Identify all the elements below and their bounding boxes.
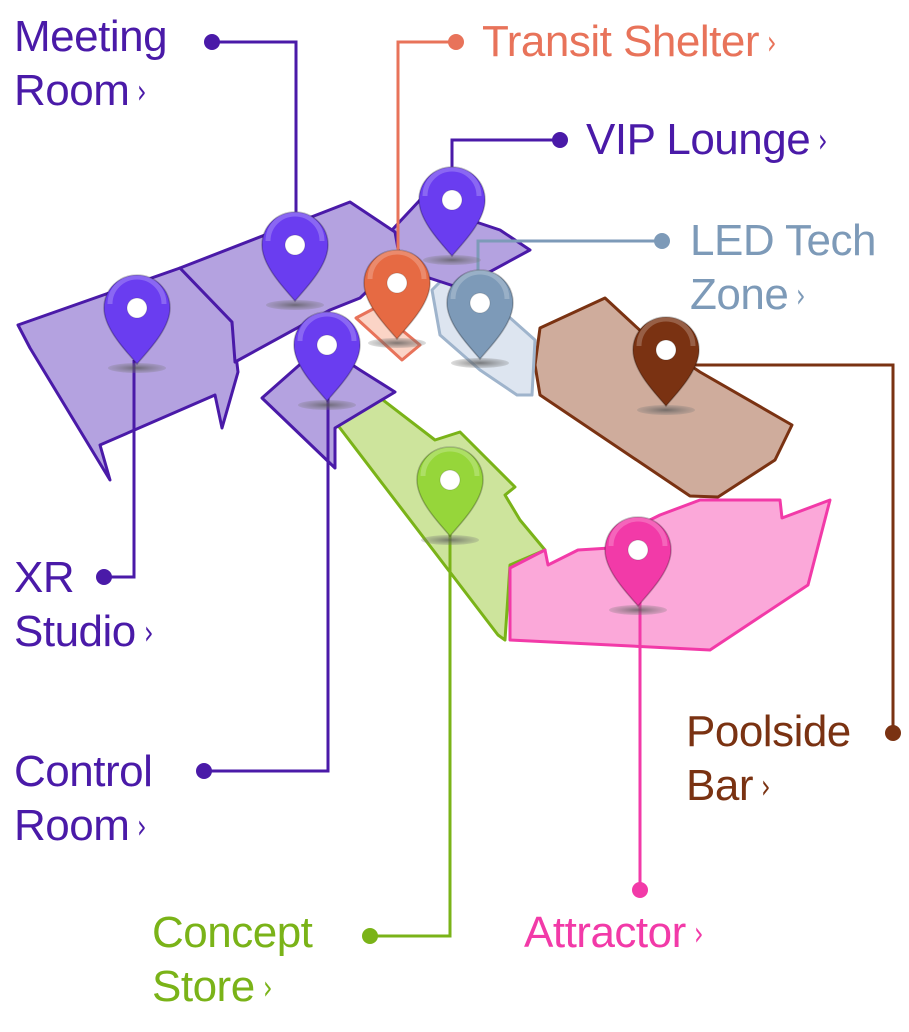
label-line: Concept [152,908,313,957]
pin-highlight [422,166,482,197]
pin-center-dot [386,272,408,294]
zone-attractor[interactable] [508,498,832,652]
pin-highlight [265,211,325,242]
leader-line-control-room [204,395,330,773]
pin-shadow [637,405,695,415]
pin-body [363,249,431,341]
label-line: Store› [152,960,312,1017]
label-line: Poolside [686,707,851,756]
label-line: Bar› [686,759,851,816]
leader-dot [552,132,568,148]
label-concept-store[interactable]: Concept Store› [152,906,313,1017]
pin-shadow [421,535,479,545]
label-line: XR [14,553,75,602]
pin-center-dot [441,189,463,211]
map-pin-icon[interactable] [446,269,514,368]
pin-highlight [297,311,357,342]
leader-line-poolside-bar [665,363,895,733]
map-pin-icon[interactable] [604,516,672,615]
label-control-room[interactable]: Control Room› [14,745,153,856]
leader-dot [448,34,464,50]
chevron-right-icon: › [760,767,771,807]
map-pin-icon[interactable] [632,316,700,415]
leader-dot [654,233,670,249]
map-pin-icon[interactable] [418,166,486,265]
pin-highlight [450,269,510,300]
label-line: LED Tech [690,216,876,265]
chevron-right-icon: › [262,968,273,1008]
pin-body [418,166,486,258]
pin-shadow [266,300,324,310]
pin-highlight [367,249,427,280]
pin-highlight [636,316,696,347]
pin-highlight [420,446,480,477]
pin-center-dot [655,339,677,361]
pin-body [604,516,672,608]
pin-center-dot [469,292,491,314]
leader-dot [885,725,901,741]
label-line: Studio› [14,605,155,662]
chevron-right-icon: › [766,23,777,63]
label-attractor[interactable]: Attractor› [524,906,705,963]
pin-shadow [368,338,426,348]
map-pin-icon[interactable] [261,211,329,310]
leader-dot [204,34,220,50]
pin-center-dot [439,469,461,491]
label-poolside-bar[interactable]: Poolside Bar› [686,705,851,816]
label-line: VIP Lounge› [586,113,829,170]
label-transit-shelter[interactable]: Transit Shelter› [482,15,778,72]
pin-center-dot [316,334,338,356]
pin-highlight [107,274,167,305]
leader-line-concept-store [370,530,452,938]
chevron-right-icon: › [693,914,704,954]
leader-dot [362,928,378,944]
label-xr-studio[interactable]: XR Studio› [14,551,155,662]
label-line: Room› [14,799,152,856]
leader-dot [96,569,112,585]
pin-center-dot [126,297,148,319]
pin-body [632,316,700,408]
pin-shadow [108,363,166,373]
map-pin-icon[interactable] [416,446,484,545]
label-line: Transit Shelter› [482,15,778,72]
chevron-right-icon: › [818,121,828,161]
pin-highlight [608,516,668,547]
pin-shadow [609,605,667,615]
chevron-right-icon: › [137,807,147,847]
pin-center-dot [627,539,649,561]
label-line: Control [14,747,153,796]
leader-line-led-tech-zone [476,239,662,275]
pin-shadow [298,400,356,410]
chevron-right-icon: › [137,72,147,112]
leader-line-xr-studio [104,360,136,579]
pin-center-dot [284,234,306,256]
label-meeting-room[interactable]: Meeting Room› [14,10,168,121]
leader-dot [632,882,648,898]
label-line: Zone› [690,268,876,325]
pin-body [261,211,329,303]
pin-body [416,446,484,538]
map-pin-icon[interactable] [293,311,361,410]
chevron-right-icon: › [796,276,806,316]
pin-body [103,274,171,366]
leader-line-transit-shelter [396,40,456,268]
label-line: Attractor› [524,906,705,963]
label-led-tech-zone[interactable]: LED Tech Zone› [690,214,876,325]
pin-shadow [423,255,481,265]
label-vip-lounge[interactable]: VIP Lounge› [586,113,829,170]
chevron-right-icon: › [143,613,154,653]
leader-line-meeting-room [212,40,298,230]
pin-body [293,311,361,403]
pin-body [446,269,514,361]
map-pin-icon[interactable] [103,274,171,373]
leader-dot [196,763,212,779]
pin-shadow [451,358,509,368]
label-line: Room› [14,64,167,121]
map-pin-icon[interactable] [363,249,431,348]
label-line: Meeting [14,12,168,61]
